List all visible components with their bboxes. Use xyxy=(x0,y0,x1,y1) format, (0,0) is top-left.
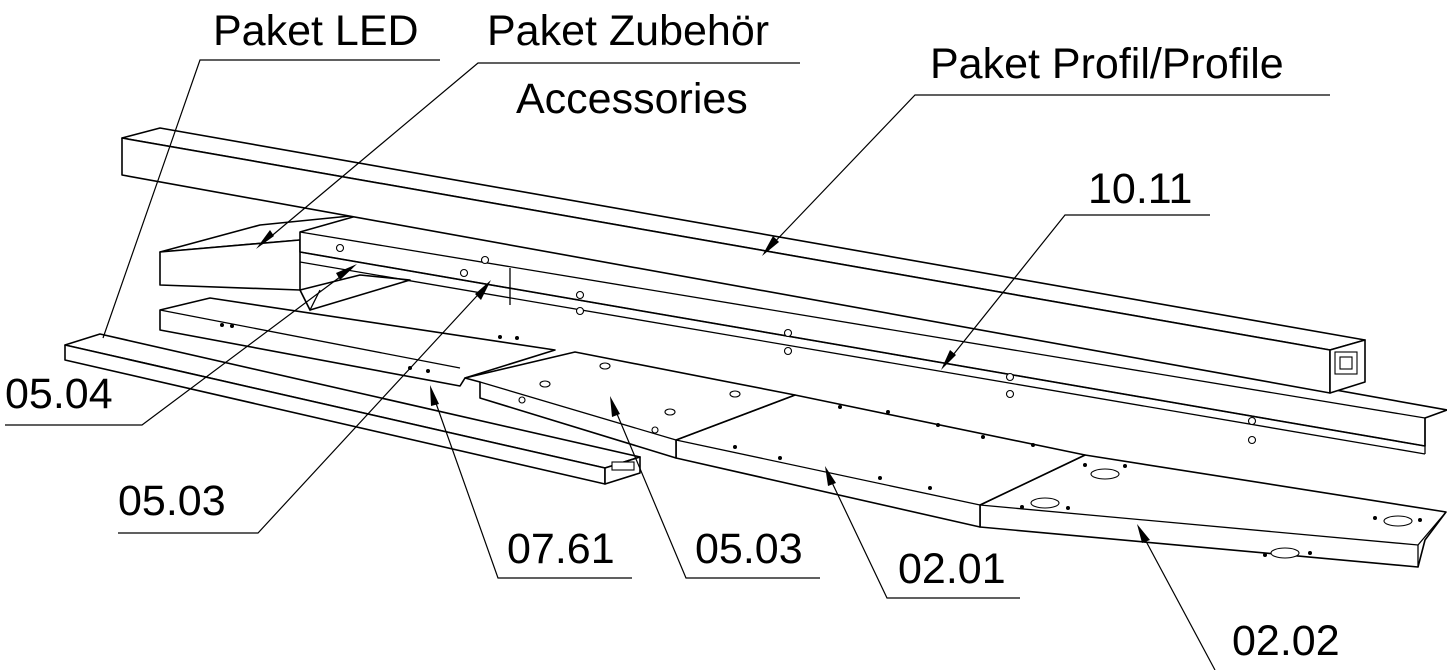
leader-05-04 xyxy=(5,264,357,426)
label-07-61: 07.61 xyxy=(507,525,615,573)
label-paket-led: Paket LED xyxy=(213,7,419,55)
leader-02-01 xyxy=(825,466,1020,599)
plate-05-03-mid xyxy=(464,351,796,459)
leader-05-03-left xyxy=(118,280,491,534)
profile-package-bar xyxy=(121,127,1366,394)
plate-02-02 xyxy=(979,454,1447,568)
leader-07-61 xyxy=(430,385,632,579)
leader-10-11 xyxy=(941,214,1210,370)
label-paket-profil: Paket Profil/Profile xyxy=(930,40,1284,88)
label-10-11: 10.11 xyxy=(1088,165,1192,213)
label-accessories: Accessories xyxy=(516,75,748,123)
leader-05-03-mid xyxy=(610,396,820,579)
label-paket-zubehoer: Paket Zubehör xyxy=(487,7,769,55)
label-05-03-left: 05.03 xyxy=(118,477,226,525)
label-05-04: 05.04 xyxy=(5,370,113,418)
leader-paket-led xyxy=(102,59,440,339)
leader-02-02 xyxy=(1137,524,1216,670)
label-02-02: 02.02 xyxy=(1232,617,1340,665)
leader-paket-zubehoer xyxy=(256,62,800,249)
label-05-03-mid: 05.03 xyxy=(695,525,803,573)
led-package-bar xyxy=(64,333,641,485)
leader-paket-profil xyxy=(762,94,1330,256)
label-02-01: 02.01 xyxy=(898,545,1006,593)
